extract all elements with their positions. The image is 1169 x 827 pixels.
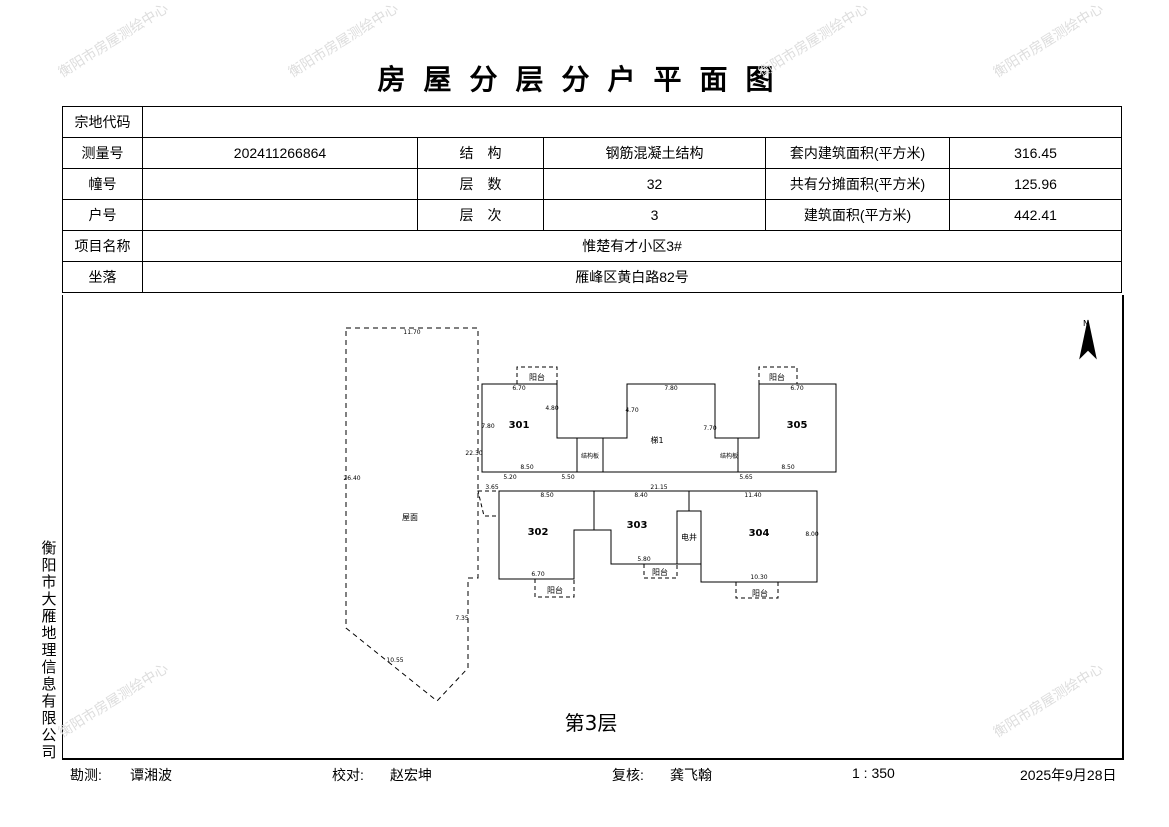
company-name: 衡阳市大雁地理信息有限公司 — [41, 540, 57, 761]
dim: 10.55 — [386, 657, 403, 664]
plan-frame — [62, 295, 1124, 760]
balcony-label: 阳台 — [769, 372, 785, 382]
dim: 6.70 — [512, 385, 526, 392]
page-title: 房屋分层分户平面图 — [377, 63, 792, 96]
value: 125.96 — [949, 168, 1122, 200]
dim: 7.80 — [481, 423, 495, 430]
checker-label: 校对: — [332, 767, 364, 783]
dim: 21.15 — [650, 484, 667, 491]
value: 32 — [543, 168, 766, 200]
dim: 6.70 — [790, 385, 804, 392]
value: 316.45 — [949, 137, 1122, 169]
dim: 6.70 — [531, 571, 545, 578]
dim: 7.70 — [703, 425, 717, 432]
balcony-label: 阳台 — [752, 588, 768, 598]
room-label: 303 — [627, 520, 648, 531]
north-label: N — [1083, 319, 1089, 328]
dim: 7.35 — [455, 615, 469, 622]
stair-label: 梯1 — [650, 435, 663, 445]
dim: 5.20 — [503, 474, 517, 481]
dim: 11.40 — [744, 492, 761, 499]
dim: 8.50 — [520, 464, 534, 471]
dim: 26.40 — [343, 475, 360, 482]
balconies — [477, 366, 798, 599]
room-label: 305 — [787, 420, 808, 431]
struct-board-label: 结构板 — [720, 452, 738, 460]
dim: 5.65 — [739, 474, 753, 481]
value: 钢筋混凝土结构 — [543, 137, 766, 169]
reviewer-label: 复核: — [612, 767, 644, 783]
reviewer: 龚飞翰 — [670, 767, 712, 783]
checker: 赵宏坤 — [390, 767, 432, 783]
unit-305 — [737, 383, 837, 473]
dim: 11.70 — [403, 329, 420, 336]
unit-304 — [688, 490, 818, 583]
label: 建筑面积(平方米) — [765, 199, 950, 231]
label: 项目名称 — [62, 230, 143, 262]
balcony-label: 阳台 — [547, 585, 563, 595]
label: 幢号 — [62, 168, 143, 200]
value: 442.41 — [949, 199, 1122, 231]
room-label: 302 — [528, 527, 549, 538]
dim: 4.80 — [545, 405, 559, 412]
scale: 1 : 350 — [852, 765, 895, 781]
dim: 3.65 — [485, 484, 499, 491]
roof-outline — [345, 327, 479, 702]
date: 2025年9月28日 — [1020, 767, 1117, 783]
north-arrow-icon — [1079, 319, 1097, 360]
dim: 8.00 — [805, 531, 819, 538]
dim: 7.80 — [664, 385, 678, 392]
shaft-label: 电井 — [681, 532, 697, 542]
room-label: 301 — [509, 420, 530, 431]
room-label: 304 — [749, 528, 770, 539]
label: 宗地代码 — [62, 106, 143, 138]
unit-301 — [481, 383, 578, 473]
surveyor: 谭湘波 — [130, 767, 172, 783]
balcony-label: 阳台 — [529, 372, 545, 382]
surveyor-label: 勘测: — [70, 767, 102, 783]
stair-1 — [602, 383, 739, 473]
dim: 8.50 — [781, 464, 795, 471]
dim: 22.30 — [465, 450, 482, 457]
value: 雁峰区黄白路82号 — [142, 261, 1122, 293]
dim: 8.50 — [540, 492, 554, 499]
dim: 10.30 — [750, 574, 767, 581]
dim: 8.40 — [634, 492, 648, 499]
floor-title: 第3层 — [565, 711, 618, 735]
value: 3 — [543, 199, 766, 231]
balcony-label: 阳台 — [652, 567, 668, 577]
dim: 4.70 — [625, 407, 639, 414]
dim: 5.50 — [561, 474, 575, 481]
struct-board-label: 结构板 — [581, 452, 599, 460]
roof-label: 屋面 — [402, 513, 418, 522]
dim: 5.80 — [637, 556, 651, 563]
